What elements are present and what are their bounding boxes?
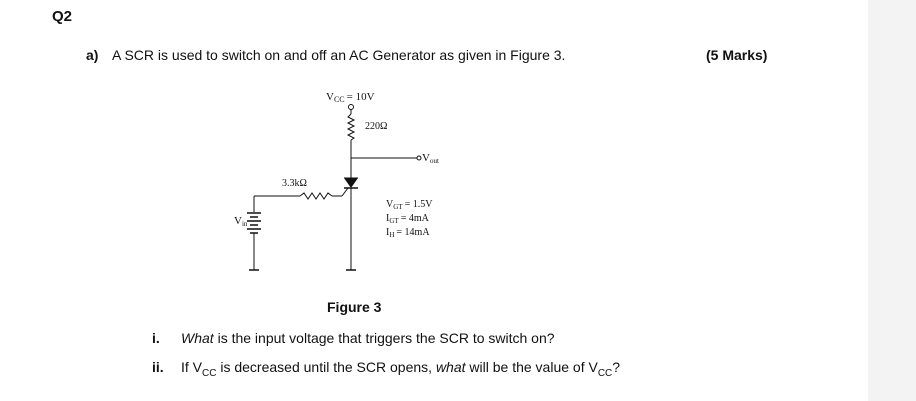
right-margin-panel bbox=[868, 0, 916, 401]
r2-label: 3.3kΩ bbox=[282, 178, 307, 189]
vout-label: Vout bbox=[422, 152, 439, 165]
scr-circuit-figure: VCC= 10V 220Ω Vout 3.3kΩ Vin bbox=[200, 80, 500, 290]
vout-terminal bbox=[416, 155, 422, 161]
vin-label: Vin bbox=[234, 215, 248, 228]
scr-gate-lead bbox=[341, 187, 349, 197]
part-label: a) bbox=[86, 47, 99, 63]
resistor-220 bbox=[346, 113, 356, 141]
subquestion-1-number: i. bbox=[152, 330, 160, 346]
vcc-label: VCC= 10V bbox=[326, 91, 375, 104]
question-title: Q2 bbox=[52, 8, 73, 25]
vgt-label: VGT= 1.5V bbox=[386, 199, 433, 211]
circuit-diagram: VCC= 10V 220Ω Vout 3.3kΩ Vin bbox=[234, 91, 439, 271]
part-text: A SCR is used to switch on and off an AC… bbox=[112, 47, 566, 63]
marks-label: (5 Marks) bbox=[706, 47, 768, 63]
igt-label: IGT= 4mA bbox=[386, 213, 430, 225]
ih-label: IH= 14mA bbox=[386, 227, 430, 239]
subquestion-2-text: If VCC is decreased until the SCR opens,… bbox=[181, 359, 621, 379]
figure-caption: Figure 3 bbox=[327, 299, 382, 315]
subquestion-1-text: What is the input voltage that triggers … bbox=[181, 330, 555, 346]
subquestion-2-number: ii. bbox=[152, 359, 164, 375]
resistor-3k3 bbox=[299, 192, 333, 200]
scr-triangle bbox=[344, 178, 358, 188]
r1-label: 220Ω bbox=[365, 121, 387, 132]
vcc-terminal bbox=[348, 104, 354, 110]
